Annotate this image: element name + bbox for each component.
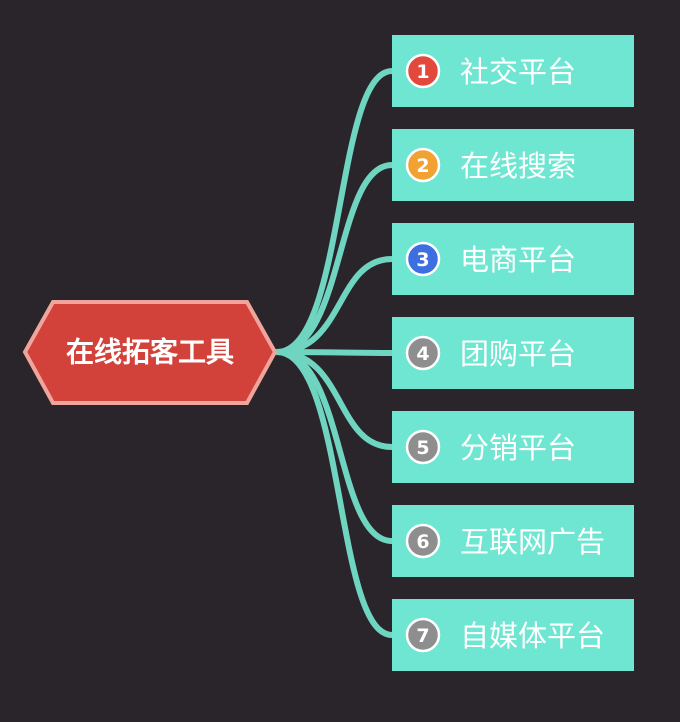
branch-node-7[interactable]: 7 自媒体平台 [392,599,634,671]
number-badge-icon [405,241,441,277]
number-badge-icon [405,335,441,371]
connector-3 [274,256,395,355]
branch-node-6[interactable]: 6 互联网广告 [392,505,634,577]
branch-node-4[interactable]: 4 团购平台 [392,317,634,389]
connector-2 [274,162,395,355]
root-node-shape [22,300,278,405]
branch-node-label: 在线搜索 [460,149,576,183]
number-badge-icon [405,429,441,465]
connector-1 [274,68,395,355]
branch-list: 1 社交平台 2 在线搜索 3 电商平台 4 团购平台 5 分销平台 6 互联网广告 7 自媒体平台 [392,35,634,671]
branch-node-label: 社交平台 [460,55,576,89]
number-badge-icon [405,147,441,183]
number-badge-icon [405,523,441,559]
connector-7 [274,349,395,638]
number-badge-icon [405,53,441,89]
number-badge-label: 7 [416,625,429,647]
number-badge-label: 1 [416,61,429,83]
branch-node-label: 互联网广告 [460,525,605,559]
connector-5 [274,349,395,450]
branch-node-label: 团购平台 [460,337,576,371]
number-badge-label: 3 [416,249,429,271]
number-badge-label: 4 [416,343,429,365]
branch-node-label: 分销平台 [460,431,576,465]
root-node[interactable]: 在线拓客工具 [22,300,278,405]
root-node-label: 在线拓客工具 [66,336,234,369]
branch-node-label: 自媒体平台 [460,619,605,653]
number-badge-icon [405,617,441,653]
branch-node-3[interactable]: 3 电商平台 [392,223,634,295]
branch-node-1[interactable]: 1 社交平台 [392,35,634,107]
connectors [274,68,395,638]
connector-4 [274,349,395,356]
branch-node-label: 电商平台 [460,243,576,277]
number-badge-label: 2 [416,155,429,177]
number-badge-label: 5 [416,437,429,459]
number-badge-label: 6 [416,531,429,553]
branch-node-2[interactable]: 2 在线搜索 [392,129,634,201]
branch-node-5[interactable]: 5 分销平台 [392,411,634,483]
